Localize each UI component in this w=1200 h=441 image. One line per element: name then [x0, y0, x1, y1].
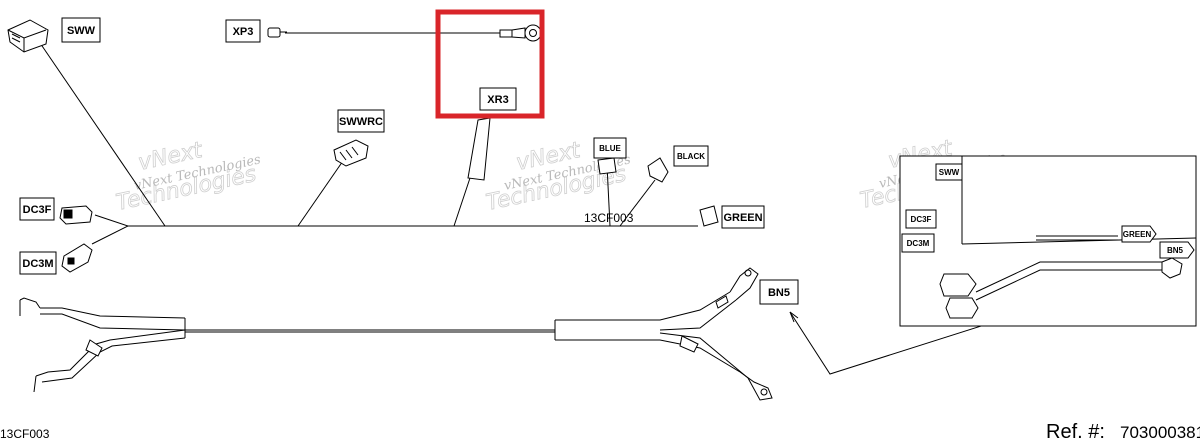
label-dc3f-text: DC3F: [23, 204, 52, 216]
swwrc-connector-icon: [333, 139, 369, 167]
dc3m-connector-icon: [61, 243, 93, 273]
label-sww[interactable]: SWW: [61, 17, 101, 43]
inset-connector-lower: [945, 297, 979, 319]
harness-lines: [37, 32, 698, 245]
label-bn5[interactable]: BN5: [759, 279, 799, 305]
label-sww-text: SWW: [67, 25, 96, 37]
xr3-highlight-box: [435, 9, 545, 119]
label-xp3-text: XP3: [233, 26, 254, 38]
sww-connector-icon: [7, 19, 49, 53]
xr3-ring-terminal-icon: [499, 24, 542, 42]
watermark-group: Technologies vNext Technologies vNext Te…: [114, 135, 1008, 216]
label-blue-text: BLUE: [599, 144, 621, 153]
xp3-connector-icon: [267, 27, 287, 38]
green-terminal-icon: [699, 205, 719, 227]
swwrc-branch-line: [297, 157, 346, 227]
inset-label-dc3f: DC3F: [905, 209, 937, 229]
label-black-text: BLACK: [677, 152, 705, 161]
inset-label-green: GREEN: [1121, 225, 1157, 243]
dc3f-branch-line: [94, 214, 129, 227]
dc3f-connector-icon: [59, 205, 93, 225]
sww-branch-line: [37, 39, 166, 227]
right-upper-ring: [729, 267, 759, 301]
inset-label-green-text: GREEN: [1123, 230, 1152, 239]
label-swwrc[interactable]: SWWRC: [337, 109, 385, 133]
dc3m-branch-line: [91, 225, 129, 245]
inset-label-dc3m: DC3M: [901, 233, 935, 253]
inset-label-sww-text: SWW: [939, 168, 960, 177]
reference-number: 703000381: [1120, 423, 1200, 441]
label-dc3f[interactable]: DC3F: [19, 197, 55, 221]
label-black[interactable]: BLACK: [673, 145, 709, 167]
center-code-label: 13CF003: [584, 211, 634, 225]
left-lower-lug: [33, 375, 37, 393]
left-upper-lug: [19, 297, 41, 309]
inset-label-dc3m-text: DC3M: [907, 239, 930, 248]
battery-cable-harness: [19, 267, 773, 401]
inset-label-sww: SWW: [935, 163, 963, 181]
black-branch-line: [619, 179, 656, 227]
inset-frame: [899, 155, 1197, 327]
reference-label: Ref. #:: [1046, 421, 1105, 441]
black-terminal-icon: [647, 157, 669, 183]
label-swwrc-text: SWWRC: [339, 116, 383, 128]
inset-label-bn5-text: BN5: [1167, 246, 1184, 255]
inset-connector-upper: [939, 273, 977, 297]
label-bn5-text: BN5: [768, 287, 790, 299]
blue-terminal-icon: [597, 157, 617, 175]
inset-label-dc3f-text: DC3F: [911, 215, 932, 224]
xr3-sleeve: [467, 117, 491, 181]
right-lower-ring: [739, 371, 773, 401]
label-blue[interactable]: BLUE: [593, 137, 627, 159]
xr3-sleeve-shape: [467, 117, 491, 181]
label-xr3[interactable]: XR3: [479, 87, 517, 111]
label-xr3-text: XR3: [487, 94, 508, 106]
blue-branch-line: [606, 164, 611, 227]
label-green[interactable]: GREEN: [721, 205, 765, 229]
label-dc3m-text: DC3M: [22, 258, 53, 270]
label-dc3m[interactable]: DC3M: [19, 251, 57, 275]
label-green-text: GREEN: [723, 212, 762, 224]
corner-code-label: 13CF003: [0, 427, 50, 441]
inset-detail: [899, 155, 1197, 327]
inset-label-bn5: BN5: [1159, 241, 1195, 259]
label-xp3[interactable]: XP3: [225, 19, 261, 43]
xr3-branch-line: [453, 177, 471, 227]
